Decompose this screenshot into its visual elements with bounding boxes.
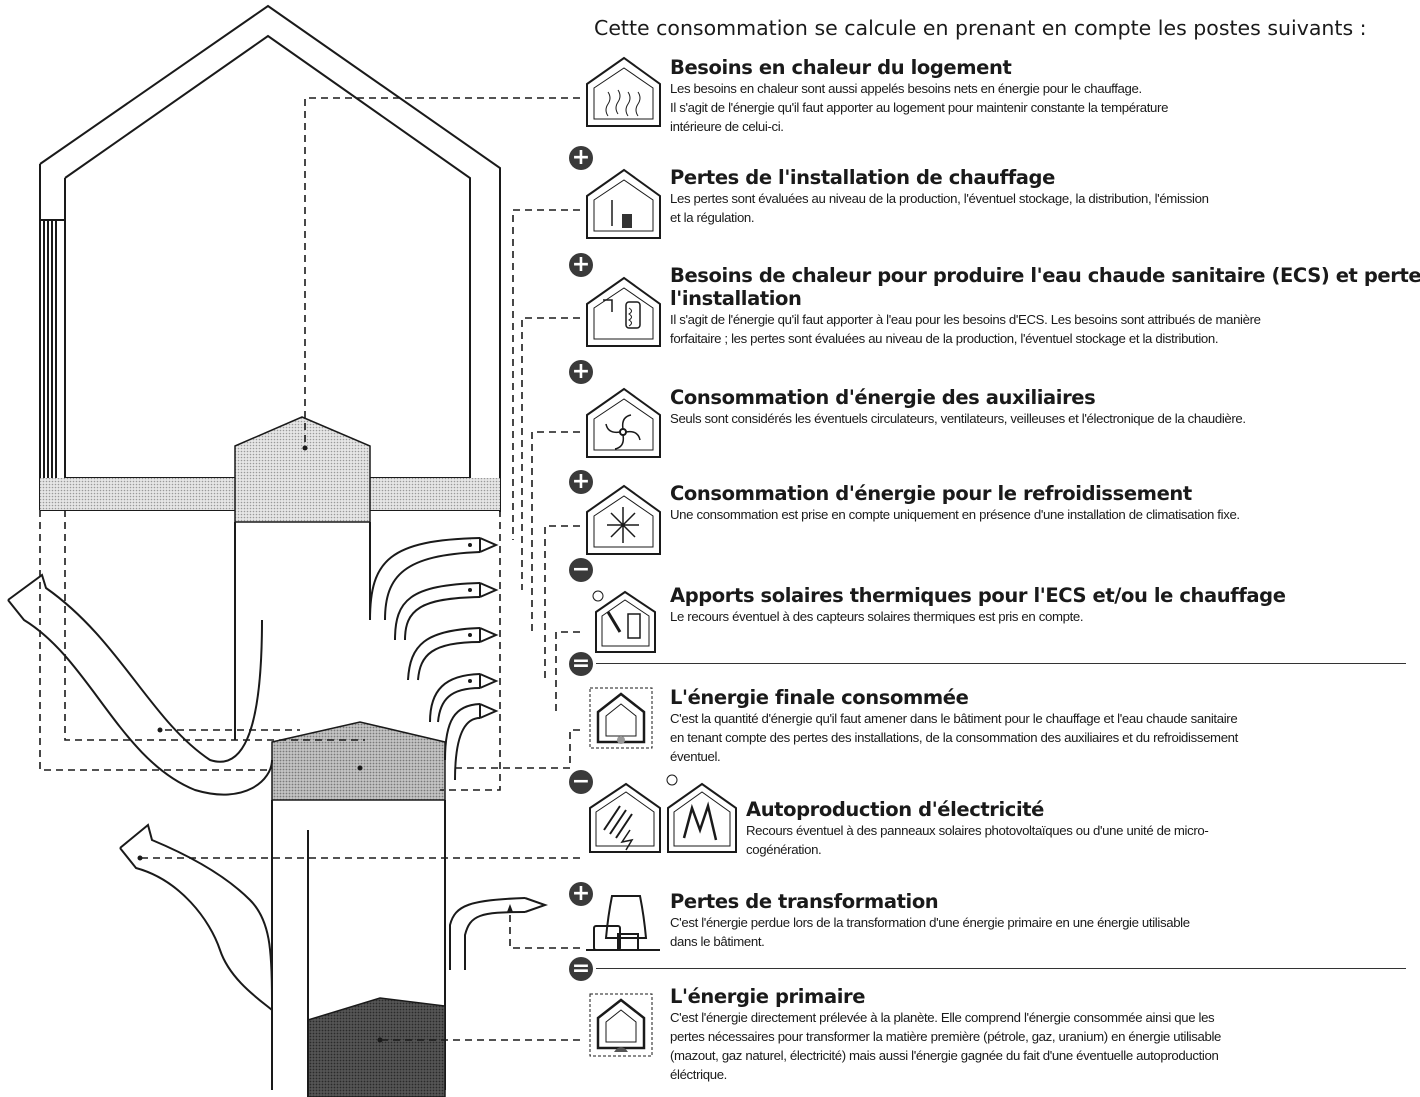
item-desc-line: pertes nécessaires pour transformer la m… <box>670 1029 1222 1044</box>
item-desc-line: C'est la quantité d'énergie qu'il faut a… <box>670 711 1238 726</box>
item-self-production: Autoproduction d'électricité Recours éve… <box>746 798 1209 859</box>
item-desc-line: C'est l'énergie perdue lors de la transf… <box>670 915 1190 930</box>
floor-slab <box>40 478 235 510</box>
house-solar-thermal-icon <box>592 590 656 653</box>
plus-operator: + <box>569 360 593 384</box>
item-desc-line: (mazout, gaz naturel, électricité) mais … <box>670 1048 1219 1063</box>
house-fan-icon <box>586 387 661 458</box>
item-title: Autoproduction d'électricité <box>746 798 1044 821</box>
house-shower-tank-icon <box>586 276 661 347</box>
primary-energy-block <box>307 997 446 1097</box>
item-desc-line: Le recours éventuel à des capteurs solai… <box>670 609 1084 624</box>
item-desc-line: cogénération. <box>746 842 822 857</box>
item-heating-losses: Pertes de l'installation de chauffage Le… <box>670 166 1209 227</box>
item-final-energy: L'énergie finale consommée C'est la quan… <box>670 686 1238 766</box>
heat-needs-block <box>234 416 371 523</box>
house-photovoltaic-icon <box>589 782 661 853</box>
item-desc-line: intérieure de celui-ci. <box>670 119 784 134</box>
item-transformation-losses: Pertes de transformation C'est l'énergie… <box>670 890 1190 951</box>
dashed-connectors <box>39 97 580 1041</box>
loss-pipes <box>369 537 499 781</box>
item-desc-line: éventuel. <box>670 749 721 764</box>
final-energy-block <box>271 721 446 801</box>
house-final-energy-icon <box>589 687 653 749</box>
item-desc-line: en tenant compte des pertes des installa… <box>670 730 1238 745</box>
house-boiler-icon <box>586 168 661 239</box>
equals-operator: = <box>569 957 593 981</box>
item-title-cont: l'installation <box>670 287 802 310</box>
item-heat-needs: Besoins en chaleur du logement Les besoi… <box>670 56 1168 136</box>
item-dhw-needs: Besoins de chaleur pour produire l'eau c… <box>670 264 1420 348</box>
minus-operator: − <box>569 558 593 582</box>
item-desc-line: C'est l'énergie directement prélevée à l… <box>670 1010 1215 1025</box>
equals-rule <box>596 968 1406 969</box>
plus-operator: + <box>569 253 593 277</box>
item-title: Consommation d'énergie pour le refroidis… <box>670 482 1192 505</box>
item-desc-line: Seuls sont considérés les éventuels circ… <box>670 411 1246 426</box>
item-desc-line: Les besoins en chaleur sont aussi appelé… <box>670 81 1142 96</box>
item-desc-line: dans le bâtiment. <box>670 934 765 949</box>
item-desc-line: Il s'agit de l'énergie qu'il faut apport… <box>670 100 1169 115</box>
item-desc-line: forfaitaire ; les pertes sont évaluées a… <box>670 331 1219 346</box>
equals-rule <box>596 663 1406 664</box>
plus-operator: + <box>569 882 593 906</box>
connector-arrows <box>137 445 513 1043</box>
house-cogeneration-icon <box>666 774 737 853</box>
diagram-header: Cette consommation se calcule en prenant… <box>594 16 1367 40</box>
minus-operator: − <box>569 770 593 794</box>
item-title: Pertes de l'installation de chauffage <box>670 166 1055 189</box>
item-primary-energy: L'énergie primaire C'est l'énergie direc… <box>670 985 1221 1084</box>
item-title: L'énergie finale consommée <box>670 686 969 709</box>
item-title: Apports solaires thermiques pour l'ECS e… <box>670 584 1286 607</box>
item-desc-line: et la régulation. <box>670 210 755 225</box>
item-title: L'énergie primaire <box>670 985 866 1008</box>
item-icons <box>586 56 737 1057</box>
item-desc-line: Une consommation est prise en compte uni… <box>670 507 1240 522</box>
item-title: Besoins de chaleur pour produire l'eau c… <box>670 264 1420 287</box>
equals-operator: = <box>569 652 593 676</box>
item-cooling: Consommation d'énergie pour le refroidis… <box>670 482 1240 524</box>
item-title: Besoins en chaleur du logement <box>670 56 1012 79</box>
item-auxiliaries: Consommation d'énergie des auxiliaires S… <box>670 386 1246 428</box>
item-desc-line: Recours éventuel à des panneaux solaires… <box>746 823 1209 838</box>
house-snowflake-icon <box>586 484 661 555</box>
item-title: Consommation d'énergie des auxiliaires <box>670 386 1096 409</box>
item-title: Pertes de transformation <box>670 890 939 913</box>
plus-operator: + <box>569 146 593 170</box>
item-desc-line: Les pertes sont évaluées au niveau de la… <box>670 191 1209 206</box>
plus-operator: + <box>569 470 593 494</box>
house-heat-waves-icon <box>586 56 661 127</box>
house-primary-energy-icon <box>589 993 653 1057</box>
item-desc-line: éléctrique. <box>670 1067 727 1082</box>
left-loss-arrow <box>7 573 549 1011</box>
item-desc-line: Il s'agit de l'énergie qu'il faut apport… <box>670 312 1261 327</box>
power-plant-icon <box>586 895 660 951</box>
item-solar-thermal: Apports solaires thermiques pour l'ECS e… <box>670 584 1286 626</box>
